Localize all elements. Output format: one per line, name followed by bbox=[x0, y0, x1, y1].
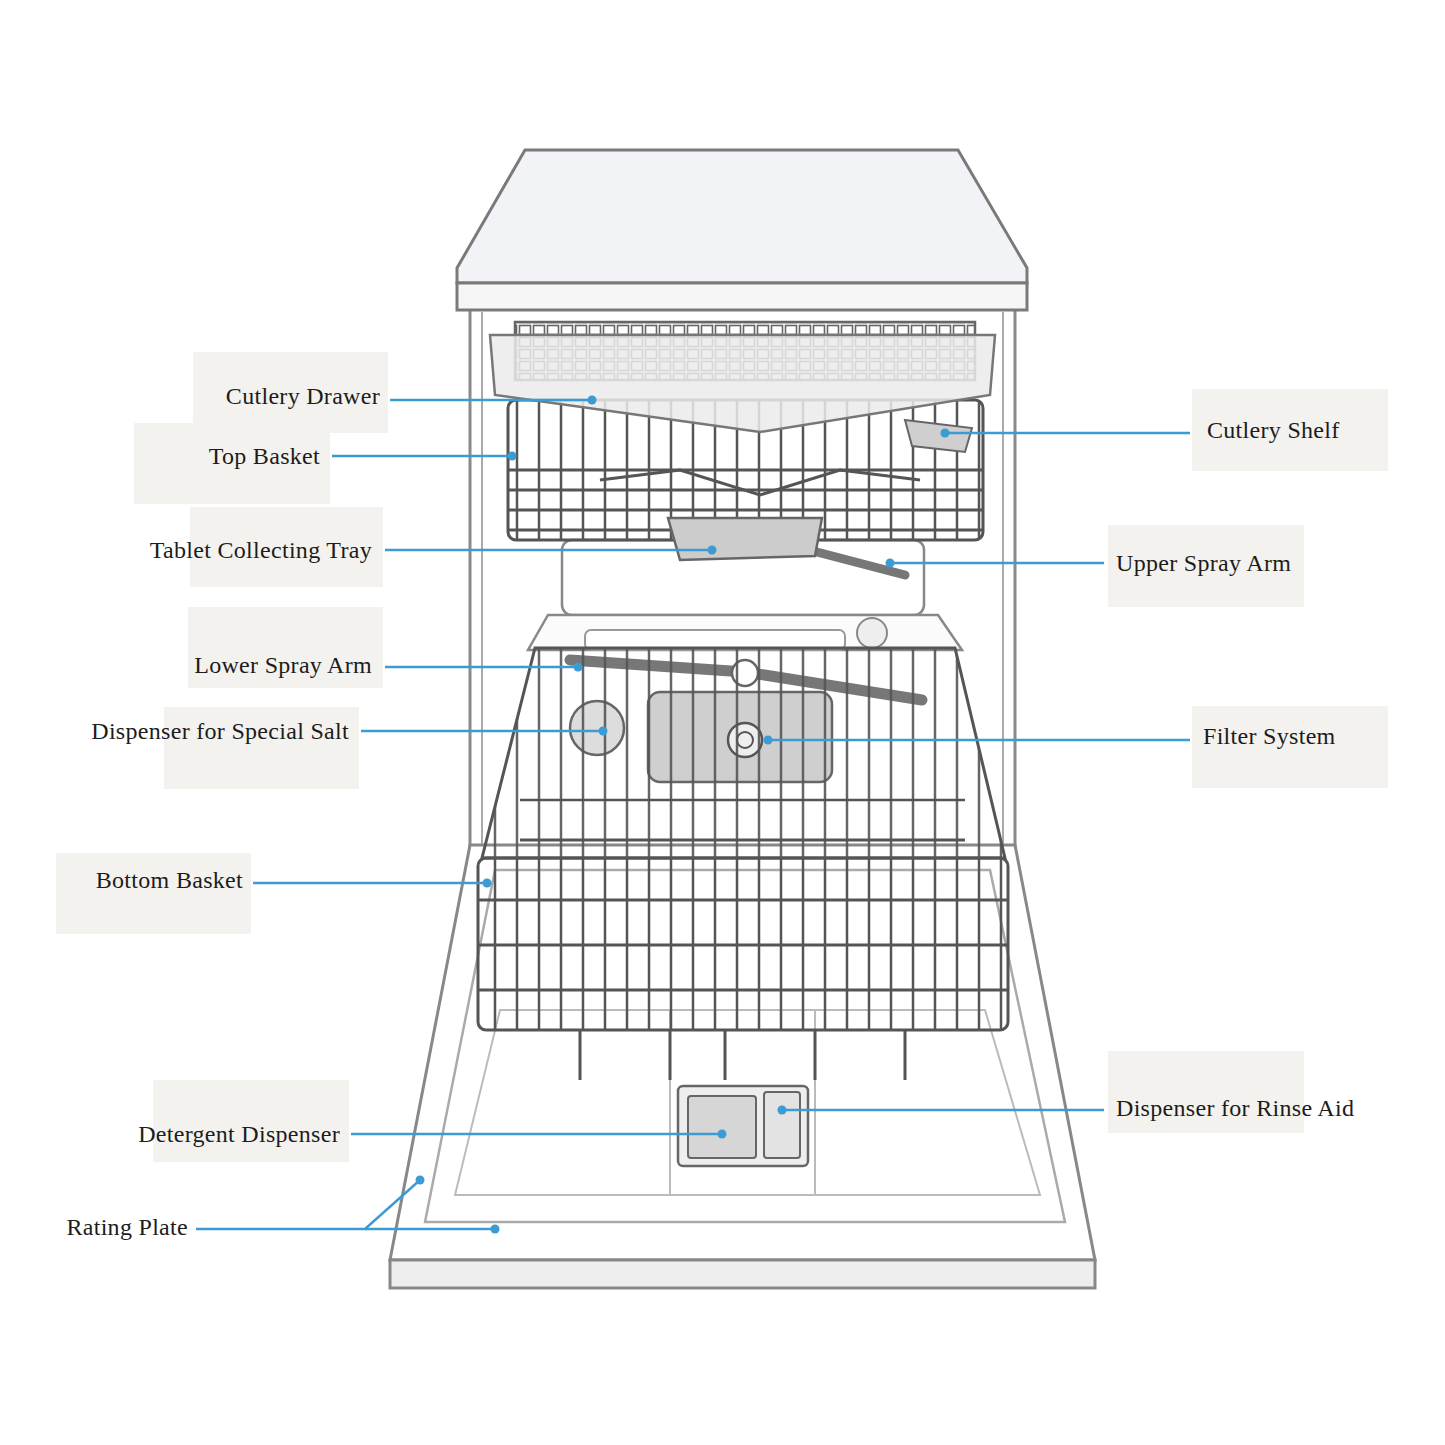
part-label: Cutlery Shelf bbox=[1207, 415, 1340, 445]
part-label: Cutlery Drawer bbox=[226, 381, 380, 411]
part-label: Tablet Collecting Tray bbox=[150, 535, 372, 565]
bottom-basket bbox=[478, 648, 1008, 1080]
worktop bbox=[457, 150, 1027, 283]
part-label: Lower Spray Arm bbox=[194, 650, 372, 680]
part-label: Rating Plate bbox=[66, 1212, 188, 1242]
part-label: Top Basket bbox=[209, 441, 320, 471]
part-label: Filter System bbox=[1203, 721, 1336, 751]
leader-lines bbox=[196, 400, 1190, 1229]
part-label: Detergent Dispenser bbox=[138, 1119, 340, 1149]
detergent-dispenser bbox=[678, 1086, 808, 1166]
leader-dots bbox=[416, 396, 950, 1234]
part-label: Upper Spray Arm bbox=[1116, 548, 1291, 578]
door bbox=[390, 845, 1095, 1288]
cutlery-drawer bbox=[490, 322, 995, 452]
part-label: Dispenser for Special Salt bbox=[91, 716, 349, 746]
part-label: Bottom Basket bbox=[96, 865, 243, 895]
part-label: Dispenser for Rinse Aid bbox=[1116, 1093, 1354, 1123]
